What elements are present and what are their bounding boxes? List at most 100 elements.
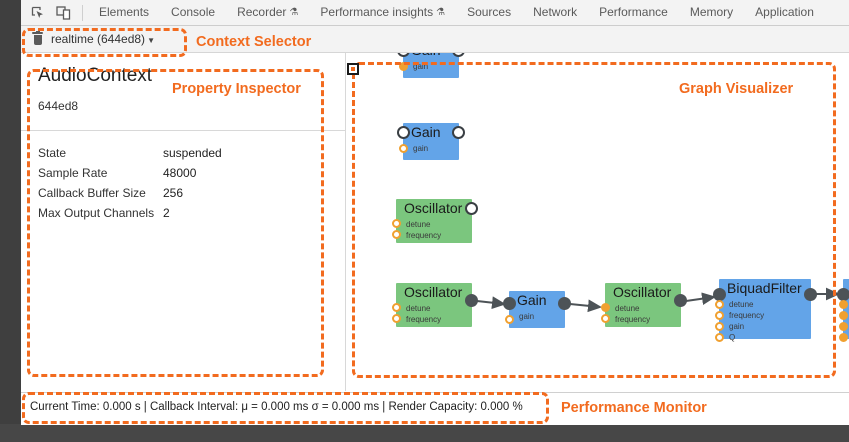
audio-param-frequency: frequency	[406, 315, 442, 324]
performance-monitor-text: Current Time: 0.000 s | Callback Interva…	[30, 401, 523, 413]
trash-icon[interactable]	[31, 30, 44, 46]
tab-console[interactable]: Console	[160, 0, 226, 25]
graph-visualizer-panel[interactable]: Gain gain Gain gain	[346, 53, 849, 391]
property-row-list: State suspended Sample Rate 48000 Callba…	[38, 143, 328, 223]
context-selector-dropdown[interactable]: realtime (644ed8)▼	[51, 32, 155, 46]
tab-recorder[interactable]: Recorder ⚗	[226, 0, 309, 25]
audio-param-port-q[interactable]	[715, 333, 724, 342]
table-row: State suspended	[38, 143, 328, 163]
property-key: State	[38, 146, 67, 160]
audio-node-oscillator[interactable]: Oscillator detune frequency	[601, 283, 687, 327]
audio-node-title: Oscillator	[404, 284, 463, 300]
audio-node-title: Oscillator	[404, 200, 463, 216]
device-toolbar-icon[interactable]	[52, 2, 74, 23]
table-row: Max Output Channels 2	[38, 203, 328, 223]
audio-node-title: Gain	[411, 124, 441, 140]
audio-param-port-detune[interactable]	[715, 300, 724, 309]
audio-param-port-gain[interactable]	[399, 62, 408, 71]
audio-param-port-frequency[interactable]	[839, 311, 848, 320]
context-selector-bar: realtime (644ed8)▼	[21, 26, 849, 53]
tab-elements[interactable]: Elements	[88, 0, 160, 25]
tab-network[interactable]: Network	[522, 0, 588, 25]
audio-param-gain: gain	[413, 62, 429, 71]
audio-param-detune: detune	[729, 300, 754, 309]
audio-param-port-gain[interactable]	[839, 322, 848, 331]
webaudio-main: AudioContext 644ed8 State suspended Samp…	[21, 53, 849, 391]
audio-param-port-frequency[interactable]	[392, 230, 401, 239]
audio-param-q: Q	[729, 333, 736, 342]
tab-performance[interactable]: Performance	[588, 0, 679, 25]
audio-node-params: detune frequency	[406, 303, 441, 325]
tab-application-label: Application	[755, 5, 814, 19]
audio-node-output-port[interactable]	[452, 126, 465, 139]
context-id: 644ed8	[38, 99, 79, 113]
tab-memory-label: Memory	[689, 5, 734, 19]
audio-node-oscillator[interactable]: Oscillator detune frequency	[392, 283, 478, 327]
context-selector-group: realtime (644ed8)▼	[21, 30, 155, 46]
property-value: 256	[163, 186, 184, 200]
property-key: Callback Buffer Size	[38, 186, 146, 200]
tab-application[interactable]: Application	[744, 0, 825, 25]
devtools-tabbar: Elements Console Recorder ⚗ Performance …	[21, 0, 849, 26]
audio-node-params: detune frequency	[615, 303, 650, 325]
audio-node-output-port[interactable]	[465, 202, 478, 215]
tab-sources[interactable]: Sources	[456, 0, 522, 25]
performance-monitor-bar: Current Time: 0.000 s | Callback Interva…	[21, 392, 849, 425]
tabbar-icon-group	[21, 2, 88, 23]
tab-memory[interactable]: Memory	[679, 0, 744, 25]
annotation-label-performance-monitor: Performance Monitor	[561, 400, 707, 416]
audio-node-output-port[interactable]	[558, 297, 571, 310]
annotation-label-graph-visualizer: Graph Visualizer	[679, 81, 794, 97]
inspect-element-icon[interactable]	[27, 2, 49, 23]
audio-node-title: BiquadFilter	[727, 280, 802, 296]
property-value: 48000	[163, 166, 197, 180]
flask-icon: ⚗	[436, 7, 446, 18]
audio-node-params: detune frequency gain Q	[729, 299, 764, 343]
audio-node-output-port[interactable]	[804, 288, 817, 301]
tab-elements-label: Elements	[99, 5, 150, 19]
audio-param-port-detune[interactable]	[839, 300, 848, 309]
audio-node-biquadfilter[interactable]: B detune frequency gain Q	[837, 279, 849, 342]
audio-node-output-port[interactable]	[452, 53, 465, 57]
annotation-label-property-inspector: Property Inspector	[172, 81, 301, 97]
audio-node-title: Gain	[517, 292, 547, 308]
audio-param-port-q[interactable]	[839, 333, 848, 342]
audio-param-port-gain[interactable]	[399, 144, 408, 153]
audio-node-input-port[interactable]	[397, 53, 410, 57]
audio-node-biquadfilter[interactable]: BiquadFilter detune frequency gain Q	[713, 279, 817, 342]
window-bottom-chrome	[0, 424, 849, 442]
audio-param-port-detune[interactable]	[601, 303, 610, 312]
graph-visualizer-resize-handle[interactable]	[347, 63, 359, 75]
tab-sources-label: Sources	[467, 5, 512, 19]
audio-node-gain[interactable]: Gain gain	[397, 123, 465, 160]
table-row: Sample Rate 48000	[38, 163, 328, 183]
tab-network-label: Network	[533, 5, 578, 19]
property-key: Sample Rate	[38, 166, 108, 180]
audio-node-oscillator[interactable]: Oscillator detune frequency	[392, 199, 478, 243]
audio-param-port-detune[interactable]	[392, 219, 401, 228]
property-key: Max Output Channels	[38, 206, 155, 220]
audio-node-params: gain	[519, 311, 534, 322]
context-selector-value: realtime (644ed8)	[51, 32, 146, 46]
tabbar-divider	[82, 4, 83, 21]
audio-node-title: Gain	[411, 53, 441, 58]
audio-param-port-frequency[interactable]	[715, 311, 724, 320]
tab-performance-insights[interactable]: Performance insights ⚗	[309, 0, 456, 25]
property-inspector-panel: AudioContext 644ed8 State suspended Samp…	[21, 53, 346, 391]
audio-param-port-gain[interactable]	[505, 315, 514, 324]
audio-param-port-frequency[interactable]	[601, 314, 610, 323]
tab-console-label: Console	[171, 5, 216, 19]
audio-node-gain[interactable]: Gain gain	[503, 291, 571, 328]
audio-node-input-port[interactable]	[397, 126, 410, 139]
audio-node-input-port[interactable]	[503, 297, 516, 310]
audio-node-gain[interactable]: Gain gain	[397, 53, 465, 78]
audio-param-port-frequency[interactable]	[392, 314, 401, 323]
tab-performance-insights-label: Performance insights	[320, 5, 434, 19]
audio-param-port-detune[interactable]	[392, 303, 401, 312]
devtools-window: Elements Console Recorder ⚗ Performance …	[21, 0, 849, 425]
audio-node-output-port[interactable]	[465, 294, 478, 307]
table-row: Callback Buffer Size 256	[38, 183, 328, 203]
audio-param-port-gain[interactable]	[715, 322, 724, 331]
audio-node-output-port[interactable]	[674, 294, 687, 307]
